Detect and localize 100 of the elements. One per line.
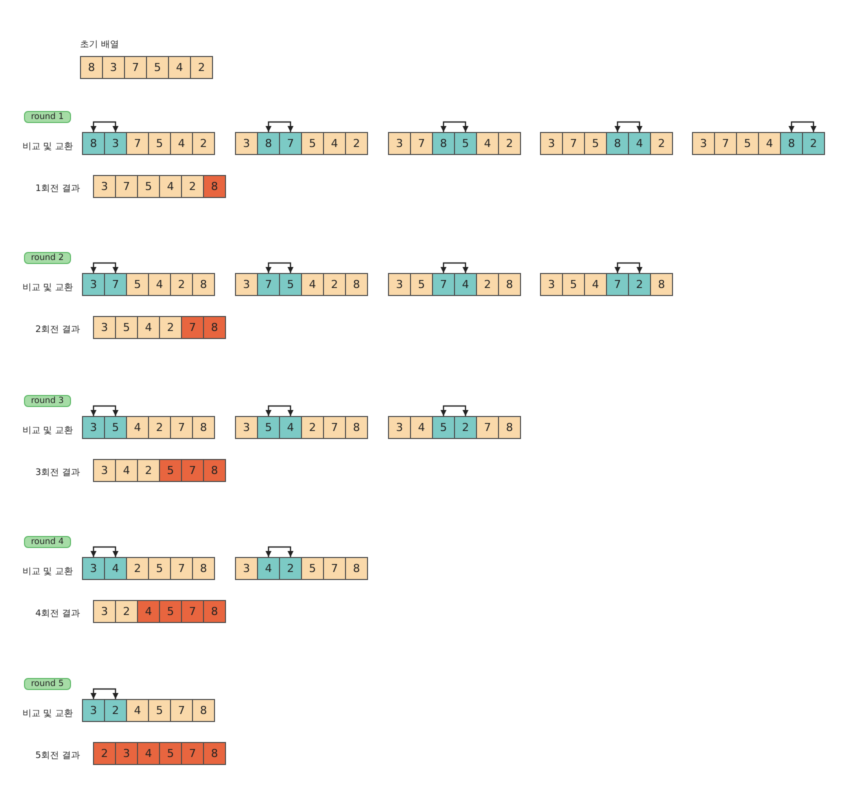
array-cell: 2 [301, 416, 324, 439]
array-cell: 3 [388, 416, 411, 439]
array-cell: 7 [279, 132, 302, 155]
array-cell: 8 [192, 416, 215, 439]
array-cell: 3 [235, 416, 258, 439]
swap-arrow [266, 121, 294, 132]
array-cell: 7 [115, 175, 138, 198]
array-cell: 7 [714, 132, 737, 155]
array-cell: 5 [146, 56, 169, 79]
array-cell: 4 [628, 132, 651, 155]
array-cell: 2 [170, 273, 193, 296]
array-cell: 2 [650, 132, 673, 155]
round-badge: round 5 [24, 678, 71, 690]
row-label: 비교 및 교환 [22, 282, 73, 294]
array-cell: 7 [181, 600, 204, 623]
row-label: 비교 및 교환 [22, 566, 73, 578]
array-cell: 7 [257, 273, 280, 296]
array-cell: 4 [257, 557, 280, 580]
array-cell: 2 [323, 273, 346, 296]
round-badge: round 2 [24, 252, 71, 264]
array-cell: 3 [235, 557, 258, 580]
array-cell: 3 [388, 273, 411, 296]
swap-arrow [90, 121, 118, 132]
array-cell: 8 [203, 600, 226, 623]
swap-arrow [614, 121, 642, 132]
array-cell: 8 [203, 316, 226, 339]
array-cell: 2 [181, 175, 204, 198]
array-cell: 2 [279, 557, 302, 580]
array-cell: 8 [650, 273, 673, 296]
array-cell: 5 [410, 273, 433, 296]
array-cell: 7 [562, 132, 585, 155]
array-cell: 5 [159, 742, 182, 765]
round-badge: round 3 [24, 395, 71, 407]
row-label: 2회전 결과 [35, 324, 80, 336]
array-cell: 8 [82, 132, 105, 155]
array-cell: 8 [606, 132, 629, 155]
array-cell: 3 [82, 557, 105, 580]
array-cell: 2 [192, 132, 215, 155]
array-cell: 7 [181, 459, 204, 482]
array-cell: 3 [235, 273, 258, 296]
array-cell: 8 [203, 175, 226, 198]
array-cell: 7 [432, 273, 455, 296]
array-cell: 4 [115, 459, 138, 482]
array-cell: 5 [104, 416, 127, 439]
array-cell: 3 [82, 273, 105, 296]
array-cell: 3 [388, 132, 411, 155]
array-cell: 7 [104, 273, 127, 296]
swap-arrow [266, 546, 294, 557]
array-cell: 5 [148, 557, 171, 580]
array-cell: 2 [628, 273, 651, 296]
array-cell: 5 [148, 699, 171, 722]
array-cell: 2 [115, 600, 138, 623]
array-cell: 8 [192, 273, 215, 296]
array-cell: 4 [159, 175, 182, 198]
array-cell: 4 [410, 416, 433, 439]
swap-arrow [440, 405, 468, 416]
array-cell: 4 [476, 132, 499, 155]
array-cell: 5 [137, 175, 160, 198]
array-cell: 7 [181, 742, 204, 765]
array-cell: 2 [148, 416, 171, 439]
swap-arrow [788, 121, 816, 132]
array-cell: 3 [540, 132, 563, 155]
array-cell: 7 [410, 132, 433, 155]
array-cell: 7 [170, 699, 193, 722]
array-cell: 3 [692, 132, 715, 155]
array-cell: 8 [345, 416, 368, 439]
swap-arrow [440, 262, 468, 273]
array-cell: 3 [102, 56, 125, 79]
array-cell: 7 [323, 416, 346, 439]
array-cell: 4 [758, 132, 781, 155]
row-label: 비교 및 교환 [22, 708, 73, 720]
array-cell: 3 [540, 273, 563, 296]
array-cell: 2 [454, 416, 477, 439]
array-cell: 3 [104, 132, 127, 155]
array-cell: 2 [104, 699, 127, 722]
array-cell: 5 [562, 273, 585, 296]
array-cell: 5 [148, 132, 171, 155]
array-cell: 2 [190, 56, 213, 79]
array-cell: 5 [432, 416, 455, 439]
array-cell: 4 [104, 557, 127, 580]
round-badge: round 4 [24, 536, 71, 548]
array-cell: 8 [498, 273, 521, 296]
array-cell: 3 [93, 316, 116, 339]
array-cell: 4 [126, 699, 149, 722]
array-cell: 8 [498, 416, 521, 439]
round-badge: round 1 [24, 111, 71, 123]
array-cell: 5 [257, 416, 280, 439]
array-cell: 8 [257, 132, 280, 155]
array-cell: 5 [115, 316, 138, 339]
array-cell: 7 [124, 56, 147, 79]
array-cell: 8 [345, 273, 368, 296]
swap-arrow [90, 688, 118, 699]
swap-arrow [440, 121, 468, 132]
array-cell: 7 [606, 273, 629, 296]
array-cell: 4 [148, 273, 171, 296]
array-cell: 3 [93, 175, 116, 198]
row-label: 1회전 결과 [35, 183, 80, 195]
array-cell: 3 [115, 742, 138, 765]
array-cell: 7 [170, 416, 193, 439]
array-cell: 8 [192, 557, 215, 580]
